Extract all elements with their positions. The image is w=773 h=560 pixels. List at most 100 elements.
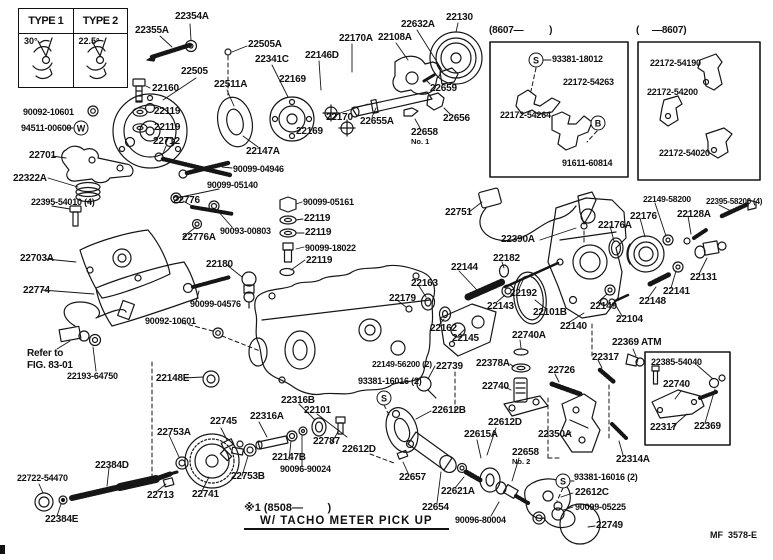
part-label: 22703A xyxy=(20,253,54,264)
part-label: 22162 xyxy=(430,323,457,334)
part-label: 22749 xyxy=(596,520,623,531)
pulley-22741 xyxy=(184,433,240,489)
part-label: 22119 xyxy=(306,255,333,266)
part-label: 22149-58200 xyxy=(643,194,691,204)
part-label: 22148E xyxy=(156,373,190,384)
part-label: 90099-05161 xyxy=(303,197,354,207)
part-label: 22322A xyxy=(13,173,47,184)
distributor-head-22140 xyxy=(547,197,627,319)
key-22713 xyxy=(162,477,175,488)
gear-22341C xyxy=(269,96,315,142)
part-label: 22384E xyxy=(45,514,79,525)
part-label: 22753B xyxy=(231,471,265,482)
part-label: 22316B xyxy=(281,395,315,406)
part-label: 22163 xyxy=(411,278,438,289)
part-22632A xyxy=(439,67,459,85)
clip-22657 xyxy=(396,449,409,460)
type1-column: TYPE 1 30° xyxy=(19,9,74,87)
part-label: 22172-54263 xyxy=(563,77,614,87)
circled-letter-badge: W xyxy=(73,120,89,136)
sensor-22390A xyxy=(577,191,597,225)
rod-22192 xyxy=(503,261,560,289)
part-label: 22179 xyxy=(389,293,416,304)
part-label: 22612D xyxy=(488,417,522,428)
dashed-leader-lines xyxy=(151,55,610,502)
part-label: 22774 xyxy=(23,285,50,296)
coupling-22108A xyxy=(392,55,442,95)
bracket-91611-60814 xyxy=(551,111,593,151)
type1-header: TYPE 1 xyxy=(19,9,73,34)
part-label: 90099-04946 xyxy=(233,164,284,174)
part-label: 22141 xyxy=(663,286,690,297)
part-label: 90093-00803 xyxy=(220,226,271,236)
part-label: 22390A xyxy=(501,234,535,245)
circled-letter-badge: S xyxy=(555,473,571,489)
part-label: 22176A xyxy=(598,220,632,231)
part-label: 22740A xyxy=(512,330,546,341)
part-label: 22176 xyxy=(630,211,657,222)
nut-22722-54470 xyxy=(34,492,54,512)
part-label: 22316A xyxy=(250,411,284,422)
roller-22316B xyxy=(311,417,327,437)
type-table: TYPE 1 30° TYPE 2 22.5° xyxy=(18,8,128,88)
part-label: 22621A xyxy=(441,486,475,497)
washer-22621A xyxy=(456,462,468,474)
part-label: 22740 xyxy=(663,379,690,390)
part-label: 22192 xyxy=(510,288,537,299)
nut-90092-10601 xyxy=(212,327,224,339)
part-label: 22776A xyxy=(182,232,216,243)
part-label: 22101B xyxy=(533,307,567,318)
valve-22740 xyxy=(503,377,549,417)
oring-22176A xyxy=(608,237,624,259)
part-label: 22140 xyxy=(560,321,587,332)
part-label: 22776 xyxy=(173,195,200,206)
valve-22131 xyxy=(694,240,727,259)
part-label: 22659 xyxy=(430,83,457,94)
part-label: 22147B xyxy=(272,452,306,463)
circled-letter-badge: B xyxy=(590,115,606,131)
part-label: 90092-10601 xyxy=(145,316,196,326)
lever-22701 xyxy=(61,145,134,184)
part-label: 22172-54200 xyxy=(647,87,698,97)
part-label: 22147A xyxy=(246,146,280,157)
part-label: 22317 xyxy=(650,422,677,433)
fitting-column xyxy=(279,196,297,277)
type2-sketch xyxy=(86,37,107,80)
part-label: 22317 xyxy=(592,352,619,363)
part-label: 22787 xyxy=(313,436,340,447)
part-label: 22741 xyxy=(192,489,219,500)
part-label: 22726 xyxy=(548,365,575,376)
part-label: 93381-16016 (2) xyxy=(358,376,422,386)
type2-column: TYPE 2 22.5° xyxy=(73,9,127,87)
part-label: FIG. 83-01 xyxy=(27,360,73,371)
part-label: 22101 xyxy=(304,405,331,416)
part-label: 22130 xyxy=(446,12,473,23)
plate-22147A xyxy=(216,96,254,148)
part-label: 22654 xyxy=(422,502,449,513)
fuel-pipe-assembly xyxy=(58,299,135,347)
footnote-text: W/ TACHO METER PICK UP xyxy=(244,514,449,530)
part-label: 22656 xyxy=(443,113,470,124)
part-label: 22172-54020 xyxy=(659,148,710,158)
washer-22162 xyxy=(438,306,452,322)
valve-22658-no1 xyxy=(403,107,419,117)
pin-22179 xyxy=(405,305,413,313)
clamp-22172-54264 xyxy=(515,89,561,115)
inset-box-8607-earlier xyxy=(637,41,761,181)
part-label: 22701 xyxy=(29,150,56,161)
part-label: 22149 xyxy=(590,301,617,312)
part-label: 22149-56200 (2) xyxy=(372,359,432,369)
part-label: 22745 xyxy=(210,416,237,427)
part-label: 22378A xyxy=(476,358,510,369)
part-label: 22170 xyxy=(326,112,353,123)
part-label-sub: No. 2 xyxy=(512,457,531,466)
washer-22149 xyxy=(604,284,616,296)
part-label: ( —8607) xyxy=(636,25,687,36)
flange-22511A xyxy=(112,93,188,169)
part-label: 22314A xyxy=(616,454,650,465)
washer-22163 xyxy=(420,293,436,311)
part-label: 90099-04576 xyxy=(190,299,241,309)
part-label: 22657 xyxy=(399,472,426,483)
bracket-22172-54190 xyxy=(697,53,723,91)
